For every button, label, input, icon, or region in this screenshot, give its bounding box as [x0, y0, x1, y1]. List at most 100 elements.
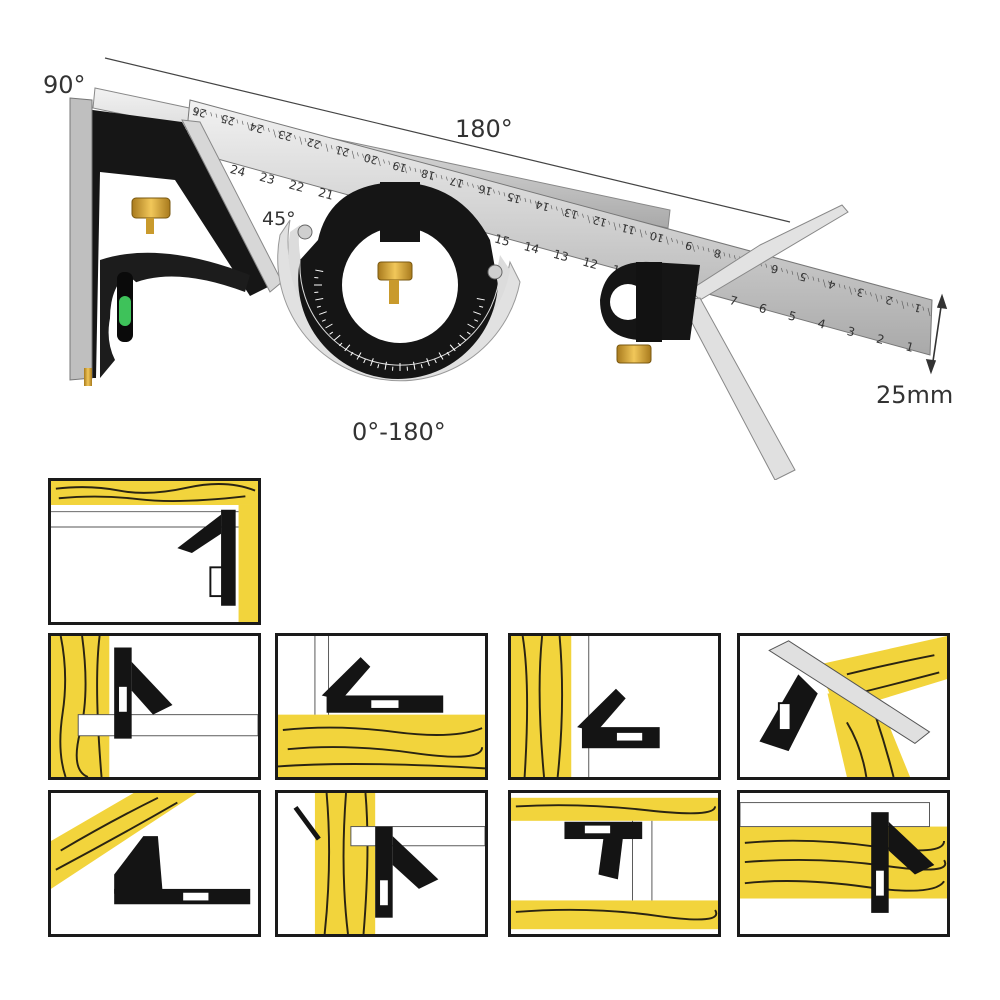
protractor-tick: [434, 359, 437, 364]
protractor-tick: [413, 361, 416, 370]
ruler-tick: [692, 243, 695, 252]
protractor-tick: [384, 361, 387, 370]
ruler-tick: [733, 255, 736, 260]
ruler-bottom-number: 1: [904, 339, 915, 355]
bubble-vial: [119, 296, 131, 326]
ruler-tick: [723, 252, 726, 257]
ruler-tick: [597, 217, 600, 223]
ruler-tick: [786, 269, 788, 274]
ruler-bottom-number: 2: [875, 332, 886, 348]
ruler-tick: [843, 285, 846, 290]
ruler-tick: [561, 207, 564, 217]
ruler-tick: [697, 245, 699, 250]
protractor-tick: [363, 359, 366, 364]
ruler-tick: [477, 185, 480, 190]
protractor-tick: [449, 344, 456, 352]
ruler-top-number: 15: [506, 190, 523, 206]
ruler-tick: [728, 253, 731, 258]
ruler-tick: [493, 189, 495, 194]
ruler-tick: [702, 246, 705, 251]
usage-panel-miter-45: [737, 633, 950, 780]
protractor-tick: [420, 364, 423, 369]
ruler-bottom-number: 14: [522, 239, 540, 256]
ruler-tick: [880, 295, 883, 300]
ruler-top-number: 6: [770, 262, 780, 276]
ruler-bottom-number: 12: [581, 255, 599, 272]
ruler-tick: [791, 270, 794, 275]
ruler-tick: [524, 197, 527, 203]
label-45-degrees: 45°: [262, 208, 296, 230]
ruler-tick: [236, 119, 239, 124]
ruler-tick: [854, 287, 857, 293]
ruler-tick: [346, 149, 349, 154]
ruler-tick: [859, 289, 862, 294]
ruler-tick: [278, 130, 281, 135]
ruler-tick: [503, 192, 506, 197]
ruler-top-number: 1: [913, 301, 923, 315]
ruler-top-number: 2: [884, 293, 894, 307]
protractor-tick: [338, 342, 343, 347]
ruler-tick: [718, 250, 721, 259]
ruler-tick: [498, 190, 501, 195]
protractor-tick: [446, 351, 450, 356]
ruler-tick: [885, 296, 888, 301]
ruler-top-number: 17: [448, 174, 465, 190]
ruler-tick: [320, 142, 322, 147]
ruler-tick: [676, 239, 679, 244]
ruler-tick: [309, 139, 312, 144]
protractor-tick: [476, 298, 485, 301]
head-lock-knob: [131, 197, 171, 219]
usage-panel-check-square-left: [48, 633, 261, 780]
protractor-tick: [315, 298, 324, 301]
ruler-tick: [838, 283, 841, 288]
ruler-tick: [655, 233, 658, 238]
protractor-tick: [356, 352, 362, 360]
protractor-head: [277, 182, 521, 382]
ruler-tick: [550, 205, 553, 210]
ruler-tick: [357, 152, 359, 157]
ruler-tick: [247, 122, 250, 131]
ruler-tick: [252, 123, 254, 128]
ruler-bottom-number: 6: [757, 301, 768, 317]
ruler-top-number: 12: [591, 213, 608, 229]
ruler-tick: [618, 223, 621, 228]
ruler-tick: [472, 183, 474, 188]
ruler-tick: [487, 187, 490, 193]
ruler-tick: [273, 129, 276, 138]
ruler-tick: [372, 156, 375, 161]
ruler-tick: [430, 172, 433, 181]
ruler-tick: [315, 140, 317, 145]
ruler-tick: [393, 162, 396, 167]
ruler-tick: [299, 136, 303, 145]
ruler-tick: [608, 220, 610, 225]
ruler-bottom-number: 23: [258, 170, 276, 187]
ruler-tick: [849, 286, 852, 295]
ruler-top-number: 16: [477, 182, 494, 198]
ruler-tick: [796, 272, 800, 281]
ruler-top-number: 13: [563, 205, 580, 221]
ruler-tick: [377, 157, 381, 167]
ruler-bottom-number: 22: [287, 178, 305, 195]
ruler-tick: [304, 137, 307, 143]
protractor-tick: [473, 311, 481, 315]
usage-panel-mark-with-pencil: [275, 790, 488, 937]
ruler-tick: [807, 275, 809, 280]
label-protractor-range: 0°-180°: [352, 418, 446, 446]
ruler-tick: [341, 147, 343, 153]
ruler-tick: [644, 230, 647, 235]
ruler-tick: [634, 227, 637, 233]
protractor-tick: [350, 351, 354, 356]
ruler-bottom-number: 13: [552, 247, 570, 264]
ruler-tick: [529, 199, 532, 204]
label-180-degrees: 180°: [455, 115, 513, 143]
usage-panel-square-against-post: [508, 633, 721, 780]
ruler-tick: [639, 229, 643, 238]
ruler-tick: [215, 113, 218, 118]
protractor-tick: [377, 364, 380, 369]
combination-square-illustration: 2625242322212019181716151413121110987654…: [43, 57, 953, 480]
ruler-tick: [288, 133, 291, 138]
ruler-tick: [482, 186, 486, 195]
protractor-lock-knob: [377, 261, 413, 281]
protractor-tick: [316, 305, 321, 308]
ruler-tick: [388, 160, 391, 165]
